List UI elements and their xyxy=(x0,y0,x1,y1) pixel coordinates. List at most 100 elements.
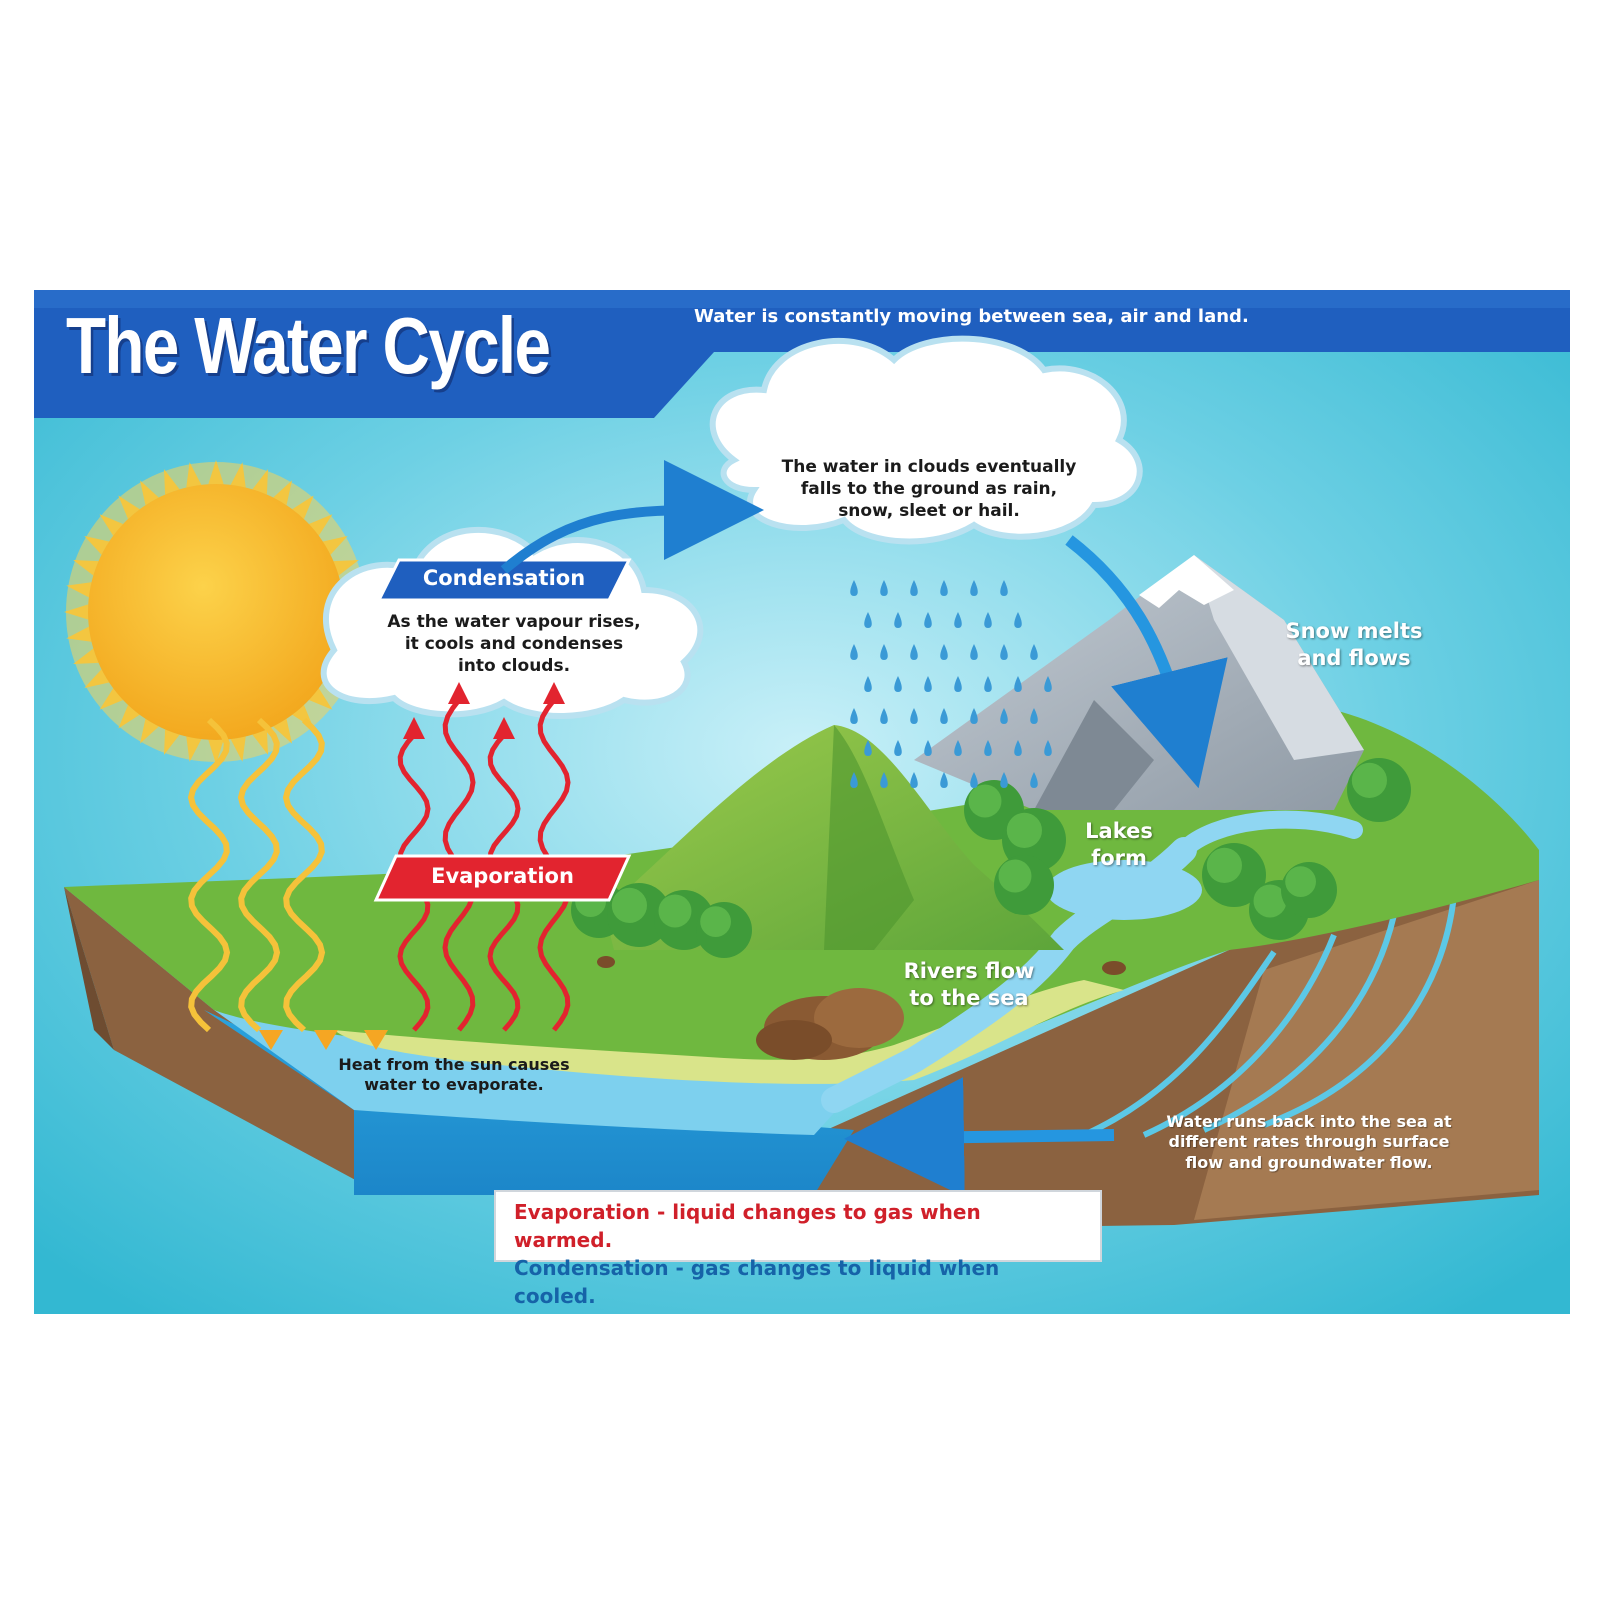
raindrop xyxy=(894,612,902,628)
sun-ray xyxy=(99,688,124,710)
water-cycle-poster: The Water Cycle Water is constantly movi… xyxy=(34,290,1570,1314)
raindrop xyxy=(894,676,902,692)
condensation-description: As the water vapour rises, it cools and … xyxy=(387,612,641,676)
raindrop xyxy=(984,612,992,628)
raindrop xyxy=(1014,740,1022,756)
heat-arrowhead xyxy=(259,1030,283,1050)
sun-ray xyxy=(308,688,333,710)
cloud-to-cloud-arrow xyxy=(500,460,764,574)
raindrop xyxy=(850,580,858,596)
evaporation-arrowhead xyxy=(543,682,565,704)
tree-icon xyxy=(571,758,1411,958)
rock-icon xyxy=(597,956,1126,1060)
raindrop xyxy=(1044,740,1052,756)
raindrop xyxy=(910,708,918,724)
definitions-legend: Evaporation - liquid changes to gas when… xyxy=(494,1190,1102,1308)
sun-ray xyxy=(208,739,224,764)
sun-ray xyxy=(208,460,224,485)
sun-ray xyxy=(140,718,159,744)
condensation-banner: Condensation xyxy=(422,566,586,590)
cloud-icon-precipitation xyxy=(709,335,1143,545)
tree-highlight xyxy=(1253,884,1287,918)
condensation-definition: Condensation - gas changes to liquid whe… xyxy=(514,1256,1000,1308)
sun-ray xyxy=(66,582,92,598)
heat-arrowhead xyxy=(364,1030,388,1050)
runoff-description: Water runs back into the sea at differen… xyxy=(1166,1112,1452,1172)
raindrop xyxy=(1000,708,1008,724)
raindrop xyxy=(970,708,978,724)
raindrop xyxy=(1000,644,1008,660)
tree-highlight xyxy=(1351,762,1387,798)
sun-ray xyxy=(230,736,246,762)
green-hill xyxy=(604,725,1064,950)
tree-highlight xyxy=(1006,812,1042,849)
sun-ray xyxy=(322,536,348,555)
water-cycle-scene xyxy=(34,290,1570,1314)
sun-ray xyxy=(140,480,159,506)
raindrop xyxy=(940,708,948,724)
precipitation-description: The water in clouds eventually falls to … xyxy=(781,457,1077,521)
raindrop xyxy=(880,644,888,660)
sun-ray xyxy=(84,669,110,688)
heat-description: Heat from the sun causes water to evapor… xyxy=(338,1055,570,1095)
sun-icon xyxy=(64,460,368,764)
sun-ray xyxy=(333,560,359,576)
sun-ray xyxy=(73,560,99,576)
tree-highlight xyxy=(611,887,648,924)
condensation-banner-shape xyxy=(376,558,632,602)
raindrop xyxy=(940,644,948,660)
raindrop xyxy=(1030,644,1038,660)
sun-ray xyxy=(118,704,140,729)
sun-ray xyxy=(66,626,92,642)
page-title: The Water Cycle xyxy=(66,301,551,390)
raindrop xyxy=(910,580,918,596)
raindrop xyxy=(1014,676,1022,692)
sun-ray xyxy=(186,462,202,488)
sun-ray xyxy=(292,495,314,520)
raindrop xyxy=(850,772,858,788)
rivers-flow-label: Rivers flow to the sea xyxy=(903,959,1035,1010)
sun-ray xyxy=(252,469,268,495)
heat-arrowhead xyxy=(314,1030,338,1050)
precipitation-arrow xyxy=(1065,535,1228,789)
raindrop xyxy=(1000,772,1008,788)
raindrop xyxy=(894,740,902,756)
raindrop xyxy=(850,644,858,660)
raindrop xyxy=(864,612,872,628)
sun-ray xyxy=(273,480,292,506)
header-band-top xyxy=(34,290,1570,308)
header-band xyxy=(34,290,1570,418)
evaporation-arrowhead xyxy=(403,717,425,739)
raindrop xyxy=(924,676,932,692)
sun-ray xyxy=(99,514,124,536)
raindrop xyxy=(954,740,962,756)
raindrop xyxy=(864,740,872,756)
lakes-form-label: Lakes form xyxy=(1085,819,1153,870)
raindrop-icon xyxy=(850,580,1052,788)
raindrop xyxy=(954,676,962,692)
raindrop xyxy=(984,676,992,692)
tree-highlight xyxy=(658,894,692,928)
raindrop xyxy=(924,612,932,628)
page-subtitle: Water is constantly moving between sea, … xyxy=(694,306,1249,327)
raindrop xyxy=(910,772,918,788)
tree-highlight xyxy=(1206,847,1242,884)
sun-ray xyxy=(64,604,89,620)
sun-ray xyxy=(273,718,292,744)
raindrop xyxy=(1000,580,1008,596)
runoff-arrow xyxy=(844,1077,1115,1198)
raindrop xyxy=(970,644,978,660)
sun-ray xyxy=(230,462,246,488)
tree-highlight xyxy=(968,784,1002,818)
tree-highlight xyxy=(700,906,731,937)
raindrop xyxy=(1014,612,1022,628)
raindrop xyxy=(880,580,888,596)
evaporation-definition: Evaporation - liquid changes to gas when… xyxy=(514,1200,981,1252)
raindrop xyxy=(1030,708,1038,724)
sun-ray xyxy=(164,729,180,755)
heat-arrow xyxy=(282,717,326,1033)
evaporation-banner-shape xyxy=(373,854,632,902)
raindrop xyxy=(880,772,888,788)
sun-ray xyxy=(252,729,268,755)
tree-highlight xyxy=(998,859,1032,893)
